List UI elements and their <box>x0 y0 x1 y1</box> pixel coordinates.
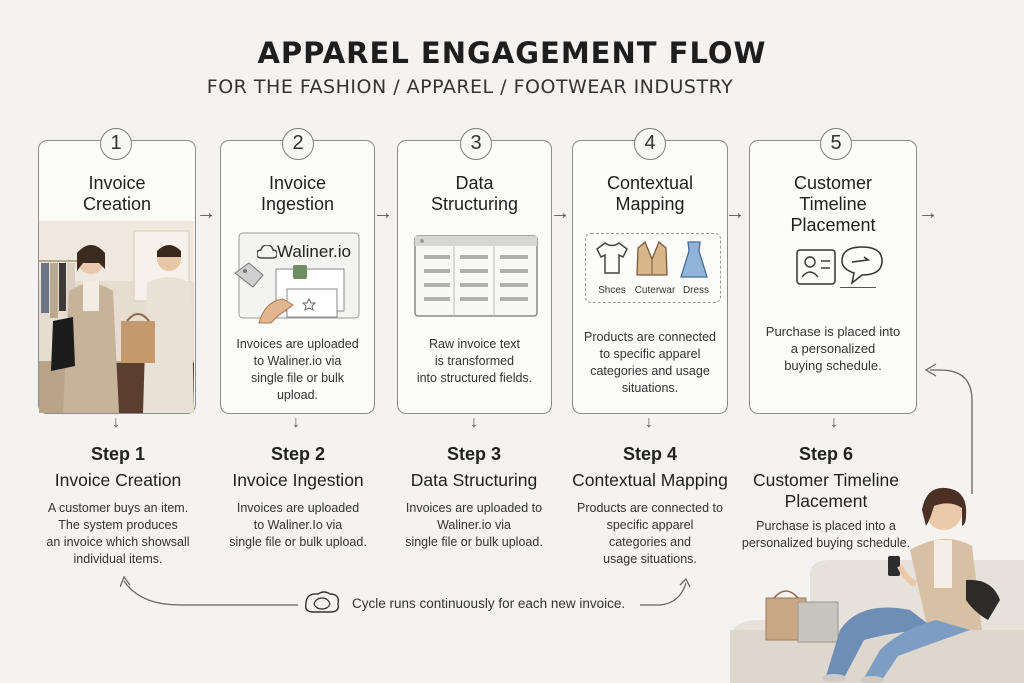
card-data-structuring: Data Structuring Raw invoice text is tra… <box>397 140 552 414</box>
step-name: Data Structuring <box>410 470 538 490</box>
store-checkout-illustration <box>39 221 194 413</box>
coat-icon <box>636 240 668 276</box>
step-label: Step 4 <box>622 444 678 464</box>
step-label: Step 1 <box>90 444 146 464</box>
step-number-badge: 5 <box>820 128 852 160</box>
step-label: Step 3 <box>446 444 502 464</box>
chat-bubble-icon <box>841 246 883 285</box>
cloud-icon <box>257 245 277 259</box>
card-title: Contextual Mapping <box>606 173 694 214</box>
return-arrow <box>924 363 973 494</box>
step-number-badge: 4 <box>634 128 666 160</box>
step-name: Contextual Mapping <box>572 470 728 490</box>
cycle-arrow-line <box>120 575 691 606</box>
card-description: Purchase is placed into a personalized b… <box>765 324 901 373</box>
arrow-right-icon: → <box>196 202 216 224</box>
category-panel <box>585 233 721 303</box>
category-label-shoes: Shces <box>598 285 626 296</box>
step-name: Invoice Ingestion <box>232 470 364 490</box>
card-title: Customer Timeline Placement <box>790 173 876 235</box>
step-name: Customer Timeline Placement <box>753 470 899 511</box>
card-title: Invoice Ingestion <box>260 173 335 214</box>
step-label: Step 6 <box>798 444 854 464</box>
card-description: Raw invoice text is transformed into str… <box>416 337 533 385</box>
arrow-down-icon: ↓ <box>292 414 300 431</box>
arrow-right-icon: → <box>725 202 745 224</box>
step-label: Step 2 <box>270 444 326 464</box>
step-description: A customer buys an item. The system prod… <box>46 501 190 566</box>
card-invoice-creation: Invoice Creation <box>38 140 196 414</box>
arrow-down-icon: ↓ <box>470 414 478 431</box>
step-number-badge: 3 <box>460 128 492 160</box>
card-customer-timeline: Customer Timeline Placement Purchase is … <box>749 140 917 414</box>
step-number-badge: 2 <box>282 128 314 160</box>
customer-on-sofa-illustration <box>730 487 1024 683</box>
arrow-right-icon: → <box>550 202 570 224</box>
category-label-outerwear: Cuterwar <box>634 285 676 296</box>
page-subtitle: FOR THE FASHION / APPAREL / FOOTWEAR IND… <box>206 76 734 98</box>
step-description: Purchase is placed into a personalized b… <box>741 519 911 550</box>
step-number-badge: 1 <box>100 128 132 160</box>
arrow-down-icon: ↓ <box>830 414 838 431</box>
step-description: Invoices are uploaded to Waliner.io via … <box>405 501 543 549</box>
arrow-right-icon: → <box>918 202 938 224</box>
category-label-dress: Dress <box>682 285 710 296</box>
arrow-down-icon: ↓ <box>645 414 653 431</box>
step-description: Products are connected to specific appar… <box>577 501 723 566</box>
card-title: Data Structuring <box>430 173 519 214</box>
card-title: Invoice Creation <box>82 173 152 214</box>
arrow-right-icon: → <box>373 202 393 224</box>
arrow-down-icon: ↓ <box>112 414 120 431</box>
table-icon <box>414 235 538 317</box>
card-description: Invoices are uploaded to Waliner.io via … <box>236 337 359 402</box>
dress-icon <box>680 241 708 278</box>
card-invoice-ingestion: Invoice Ingestion Waliner.io Invoices ar… <box>220 140 375 414</box>
profile-card-icon <box>796 249 836 285</box>
upload-illustration <box>234 232 360 324</box>
page-title: APPAREL ENGAGEMENT FLOW <box>257 36 767 70</box>
cycle-caption: Cycle runs continuously for each new inv… <box>352 596 626 611</box>
card-description: Products are connected to specific appar… <box>583 330 717 395</box>
step-name: Invoice Creation <box>54 470 182 490</box>
card-contextual-mapping: Contextual Mapping Shces Cuterwar Dress … <box>572 140 728 414</box>
waliner-logo-text: Waliner.io <box>277 242 352 261</box>
step-description: Invoices are uploaded to Waliner.Io via … <box>229 501 367 549</box>
cycle-icon <box>304 591 340 613</box>
shirt-icon <box>596 242 628 274</box>
timeline-underline <box>840 287 876 288</box>
